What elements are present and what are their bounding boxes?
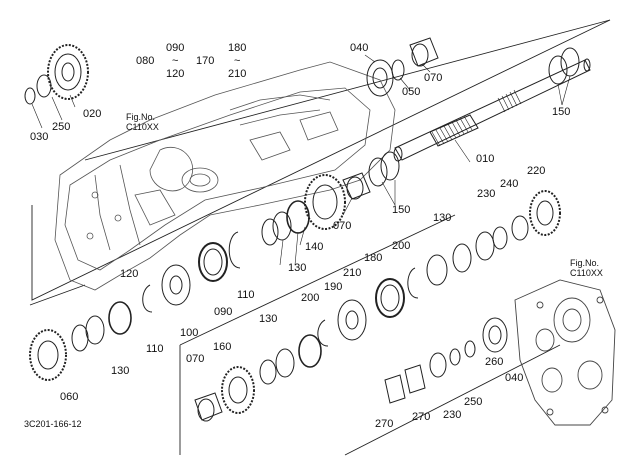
- part-label: 210: [343, 267, 362, 279]
- part-label: 130: [433, 212, 452, 224]
- gear-020: [24, 44, 89, 105]
- part-label: 060: [60, 391, 79, 403]
- synchro-right-group: [317, 231, 495, 347]
- part-label: 130: [288, 262, 307, 274]
- part-label: 140: [305, 241, 324, 253]
- part-label: 040: [350, 42, 369, 54]
- part-label: 200: [301, 292, 320, 304]
- part-label: 040: [505, 372, 524, 384]
- needle-bearings-270: [384, 317, 508, 404]
- part-label: 130: [259, 313, 278, 325]
- part-label: 050: [402, 86, 421, 98]
- part-label: 220: [527, 165, 546, 177]
- part-label: 130: [111, 365, 130, 377]
- part-label: 190: [324, 281, 343, 293]
- ref-group-tilde: ~: [234, 55, 241, 67]
- drawing-id: 3C201-166-12: [24, 419, 82, 429]
- fig-ref-line2: C110XX: [570, 268, 603, 278]
- gear-060-group: [29, 301, 132, 381]
- part-label: 110: [146, 343, 164, 355]
- part-label: 070: [333, 220, 352, 232]
- part-label: 230: [477, 188, 496, 200]
- part-label: 150: [392, 204, 411, 216]
- gear-140-group: [304, 151, 400, 230]
- upper-bearings: [366, 37, 580, 97]
- part-label: 010: [476, 153, 495, 165]
- part-label: 150: [552, 106, 571, 118]
- ref-group-to: 120: [166, 68, 185, 80]
- part-label: 200: [392, 240, 411, 252]
- ref-group-key: 170: [196, 55, 215, 67]
- leader-lines: [31, 54, 571, 266]
- part-label: 020: [83, 108, 102, 120]
- part-label: 100: [180, 327, 199, 339]
- part-label: 270: [375, 418, 394, 430]
- part-label: 230: [443, 409, 462, 421]
- frame-lines: [29, 19, 611, 456]
- fig-ref-line2: C110XX: [126, 122, 159, 132]
- cover-housing-drawing: [514, 279, 616, 426]
- part-label: 070: [424, 72, 443, 84]
- ref-group-from: 180: [228, 42, 247, 54]
- part-label: 160: [213, 341, 232, 353]
- part-label: 110: [237, 289, 255, 301]
- ref-group-tilde: ~: [172, 55, 179, 67]
- gear-160-group: [194, 334, 322, 422]
- gear-220-group: [492, 190, 561, 250]
- part-label: 240: [500, 178, 519, 190]
- fig-ref-line1: Fig.No.: [126, 112, 156, 122]
- ref-group-from: 090: [166, 42, 185, 54]
- part-label: 260: [485, 356, 504, 368]
- ref-group-to: 210: [228, 68, 247, 80]
- part-label: 180: [364, 252, 383, 264]
- part-label: 250: [52, 121, 71, 133]
- part-label: 120: [120, 268, 139, 280]
- part-label: 270: [412, 411, 431, 423]
- fig-ref-line1: Fig.No.: [570, 258, 600, 268]
- part-label: 090: [214, 306, 233, 318]
- part-label: 070: [186, 353, 205, 365]
- part-label: 030: [30, 131, 49, 143]
- ref-group-key: 080: [136, 55, 155, 67]
- transmission-case-drawing: [54, 61, 396, 291]
- part-label: 250: [464, 396, 483, 408]
